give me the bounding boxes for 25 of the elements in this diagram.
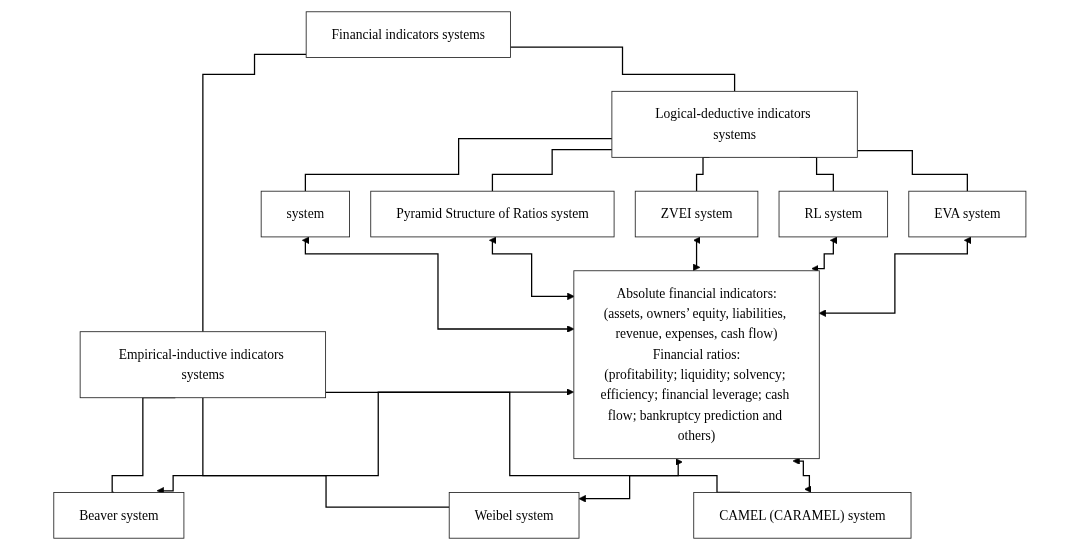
connector xyxy=(856,149,969,192)
node-box: Financial indicators systems xyxy=(305,10,511,58)
arrow xyxy=(693,236,701,271)
arrow xyxy=(156,387,575,494)
node-box: Absolute financial indicators: (assets, owners’ equity, liabilities, revenue, expenses, cash flow) Financial ratios: (profitability; liquidity; solvency; efficiency; financial leverage; cash flow; bankruptcy prediction and others) xyxy=(573,269,820,459)
node-box: Logical-deductive indicators systems xyxy=(611,90,858,158)
node-box: ZVEI system xyxy=(635,190,759,237)
connector xyxy=(304,137,613,192)
node-box: system xyxy=(260,190,351,237)
node-box: Empirical-inductive indicators systems xyxy=(79,330,327,398)
connector xyxy=(491,148,613,192)
node-box: Weibel system xyxy=(448,491,580,539)
node-box: EVA system xyxy=(908,190,1027,237)
node-box: CAMEL (CARAMEL) system xyxy=(693,491,912,539)
node-box: RL system xyxy=(778,190,889,237)
connector xyxy=(202,53,307,332)
arrow xyxy=(811,236,838,272)
node-box: Beaver system xyxy=(53,491,185,539)
arrow xyxy=(301,236,575,333)
connector xyxy=(509,45,736,92)
arrow xyxy=(488,236,575,300)
connector xyxy=(202,396,450,508)
arrow xyxy=(578,457,683,502)
node-box: Pyramid Structure of Ratios system xyxy=(370,190,615,237)
arrow xyxy=(818,236,972,317)
